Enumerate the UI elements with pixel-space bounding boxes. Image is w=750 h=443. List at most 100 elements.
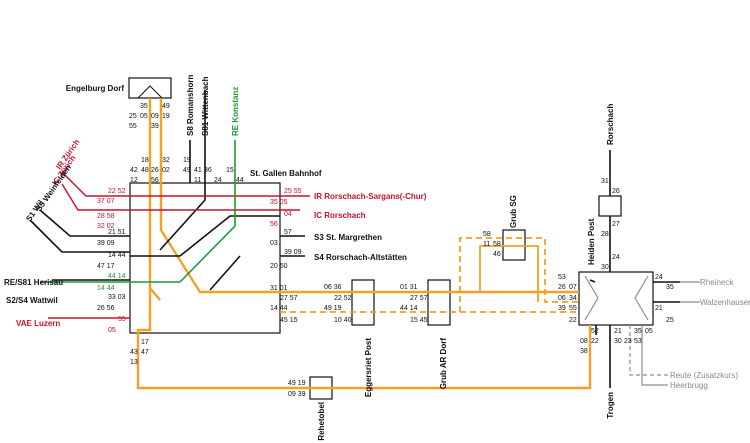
time-label: 20 50 [270,263,288,270]
time-label: 48 [141,167,149,174]
time-label: 24 [214,177,222,184]
time-label: 19 [183,157,191,164]
heerbrugg-label: Heerbrugg [670,381,708,390]
time-label: 58 [493,241,501,248]
time-label: 14 44 [108,252,126,259]
time-label: 26 [151,167,159,174]
time-label: 03 [270,240,278,247]
rheineck-walzenhausen-times: 24 35 21 25 [655,274,674,324]
time-label: 44 14 [400,305,418,312]
time-label: 27 [612,221,620,228]
time-label: 45 15 [280,317,298,324]
engelburg-turn [137,85,163,99]
time-label: 56 [151,177,159,184]
grub-ar-times: 01 31 27 57 44 14 15 45 [400,284,428,324]
time-label: 49 [183,167,191,174]
time-label: 52 [591,328,599,335]
time-label: 44 14 [108,273,126,280]
green-lines [40,140,236,283]
time-label: 47 17 [97,263,115,270]
time-label: 22 52 [334,295,352,302]
time-label: 35 [666,284,674,291]
time-label: 09 [151,113,159,120]
time-label: 15 45 [410,317,428,324]
reute-label: Reute (Zusatzkurs) [670,371,738,380]
time-label: 08 [580,338,588,345]
time-label: 13 [130,359,138,366]
engelburg-box [128,77,172,99]
time-label: 25 55 [284,188,302,195]
time-label: 39 09 [97,240,115,247]
time-label: 32 02 [97,223,115,230]
time-label: 05 [108,327,116,334]
time-label: 32 [162,157,170,164]
time-label: 24 [612,254,620,261]
walzenhausen-label: Walzenhausen [700,298,750,307]
grub-sg-label: Grub SG [509,195,518,228]
grub-sg-times: 58 11 58 46 [483,231,501,258]
time-label: 57 [284,229,292,236]
time-label: 25 [666,317,674,324]
time-label: 12 [130,177,138,184]
time-label: 22 52 [108,188,126,195]
time-label: 22 [591,338,599,345]
time-label: 35 [634,328,642,335]
grub-ar-label: Grub AR Dorf [439,338,448,390]
s81-label: S81 Wittenbach [201,76,210,136]
time-label: 33 03 [108,294,126,301]
time-label: 14 44 [97,285,115,292]
time-label: 26 [558,284,566,291]
rheineck-label: Rheineck [700,278,734,287]
time-label: 22 [569,317,577,324]
time-label: 34 [569,295,577,302]
time-label: 38 [580,348,588,355]
time-label: 44 [236,177,244,184]
time-label: 27 57 [410,295,428,302]
gray-lines [584,275,700,386]
time-label: 28 58 [97,213,115,220]
st-gallen-box [129,182,281,334]
time-label: 28 [601,231,609,238]
time-label: 15 [226,167,234,174]
time-label: 53 [558,274,566,281]
time-label: 05 [140,113,148,120]
time-label: 18 [141,157,149,164]
time-label: 27 57 [280,295,298,302]
time-label: 49 [162,103,170,110]
time-label: 11 [194,177,201,184]
trogen-label: Trogen [606,392,615,419]
time-label: 49 19 [288,380,306,387]
time-label: 56 [270,221,278,228]
s3-label: S3 St. Margrethen [314,233,382,242]
time-label: 21 [655,305,663,312]
rehetobel-label: Rehetobel [317,402,326,441]
st-gallen-label: St. Gallen Bahnhof [250,169,322,178]
reute-dashed [629,325,668,376]
time-label: 47 [141,349,149,356]
time-label: 55 [129,123,137,130]
grub-ar-box [427,279,451,326]
time-label: 35 05 [270,199,288,206]
time-label: 17 [141,339,149,346]
engelburg-times: 35 25 55 05 09 49 19 39 [129,103,170,130]
orange-dashed [280,237,579,313]
rehetobel-times: 49 19 09 39 [288,380,306,398]
time-label: 14 44 [270,305,288,312]
time-label: 37 07 [97,198,115,205]
time-label: 58 [483,231,491,238]
time-label: 26 [612,188,620,195]
time-label: 01 31 [400,284,418,291]
orange-grub-sg [479,245,539,302]
eggersriet-box [351,279,375,326]
vae-luzern-label: VAE Luzern [16,319,60,328]
st-gallen-right-times: 25 55 35 05 04 56 57 03 39 09 20 50 31 0… [270,188,302,324]
time-label: 10 40 [334,317,352,324]
time-label: 31 01 [270,285,288,292]
heiden-post-times: 53 26 07 06 34 39 55 22 52 22 08 38 21 3… [558,274,653,355]
time-label: 30 [601,264,609,271]
heiden-bahnhof-times: 31 26 27 28 30 24 [601,178,620,271]
time-label: 42 [130,167,138,174]
s8-label: S8 Romanshorn [186,75,195,136]
engelburg-label: Engelburg Dorf [66,84,125,93]
time-label: 23 [624,338,632,345]
